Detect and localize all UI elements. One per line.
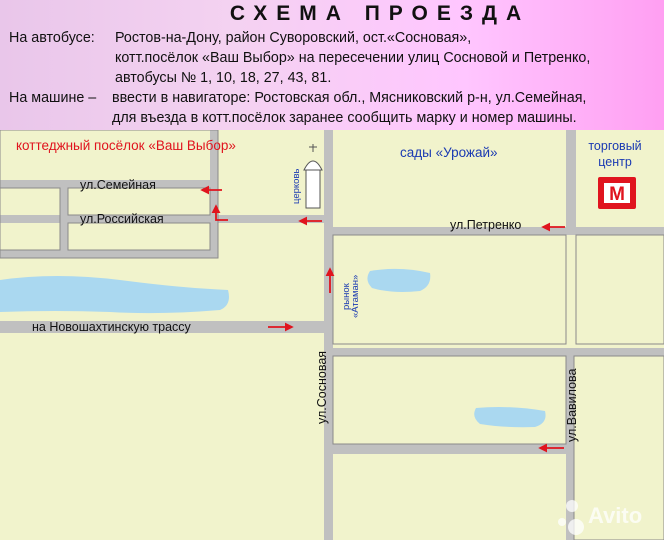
road-network (0, 130, 664, 540)
market-label-line1: рынок (341, 282, 352, 310)
road-vavilova (566, 348, 574, 540)
bus-directions-line-1: Ростов-на-Дону, район Суворовский, ост.«… (115, 30, 472, 46)
header: СХЕМА ПРОЕЗДА На автобусе: Ростов-на-Дон… (0, 0, 664, 128)
mall-logo-text: М (609, 184, 625, 205)
bus-label: На автобусе: (9, 30, 95, 46)
road-south (328, 444, 574, 454)
road-semeynaya (0, 180, 218, 188)
street-label-semeynaya: ул.Семейная (80, 178, 156, 192)
road-highway (0, 321, 328, 333)
church-label: церковь (291, 169, 302, 204)
road-village-mid (60, 180, 68, 258)
mall-label-line1: торговый (588, 139, 641, 153)
market-label-line2: «Атаман» (350, 275, 361, 318)
car-directions-line-1: ввести в навигаторе: Ростовская обл., Мя… (112, 90, 587, 106)
water (0, 268, 546, 428)
street-label-highway: на Новошахтинскую трассу (32, 320, 192, 334)
road-east-link (328, 348, 664, 356)
route-map: коттеджный посёлок «Ваш Выбор» сады «Уро… (0, 130, 664, 540)
page-title: СХЕМА ПРОЕЗДА (229, 2, 531, 25)
car-directions-line-2: для въезда в котт.посёлок заранее сообщи… (112, 110, 577, 126)
road-connector (210, 215, 328, 223)
mall: торговый центр М (588, 139, 642, 209)
route-arrows (200, 185, 565, 453)
street-label-vavilova: ул.Вавилова (565, 368, 579, 442)
road-petrenko (328, 227, 664, 235)
mall-label-line2: центр (598, 155, 632, 169)
gardens-label: сады «Урожай» (400, 145, 498, 160)
street-label-rossiyskaya: ул.Российская (80, 212, 164, 226)
village-blocks (0, 130, 219, 259)
bus-directions-line-2: котт.посёлок «Ваш Выбор» на пересечении … (115, 50, 591, 66)
car-label: На машине – (9, 90, 97, 106)
mall-logo-icon: М (598, 177, 636, 209)
street-label-sosnovaya: ул.Сосновая (315, 351, 329, 424)
arrow-turn-rossiyskaya (211, 204, 228, 221)
watermark-text: Avito (588, 503, 642, 528)
road-sosnovaya (324, 130, 333, 540)
village-label: коттеджный посёлок «Ваш Выбор» (16, 138, 236, 153)
road-village-east (210, 130, 218, 258)
road-south-village (0, 250, 218, 258)
avito-logo-icon (558, 500, 584, 535)
road-mall-west (566, 130, 576, 235)
church-icon (303, 144, 323, 209)
street-label-petrenko: ул.Петренко (450, 218, 521, 232)
avito-watermark: Avito (558, 500, 642, 535)
bus-directions-line-3: автобусы № 1, 10, 18, 27, 43, 81. (115, 70, 332, 86)
road-rossiyskaya (0, 215, 218, 223)
